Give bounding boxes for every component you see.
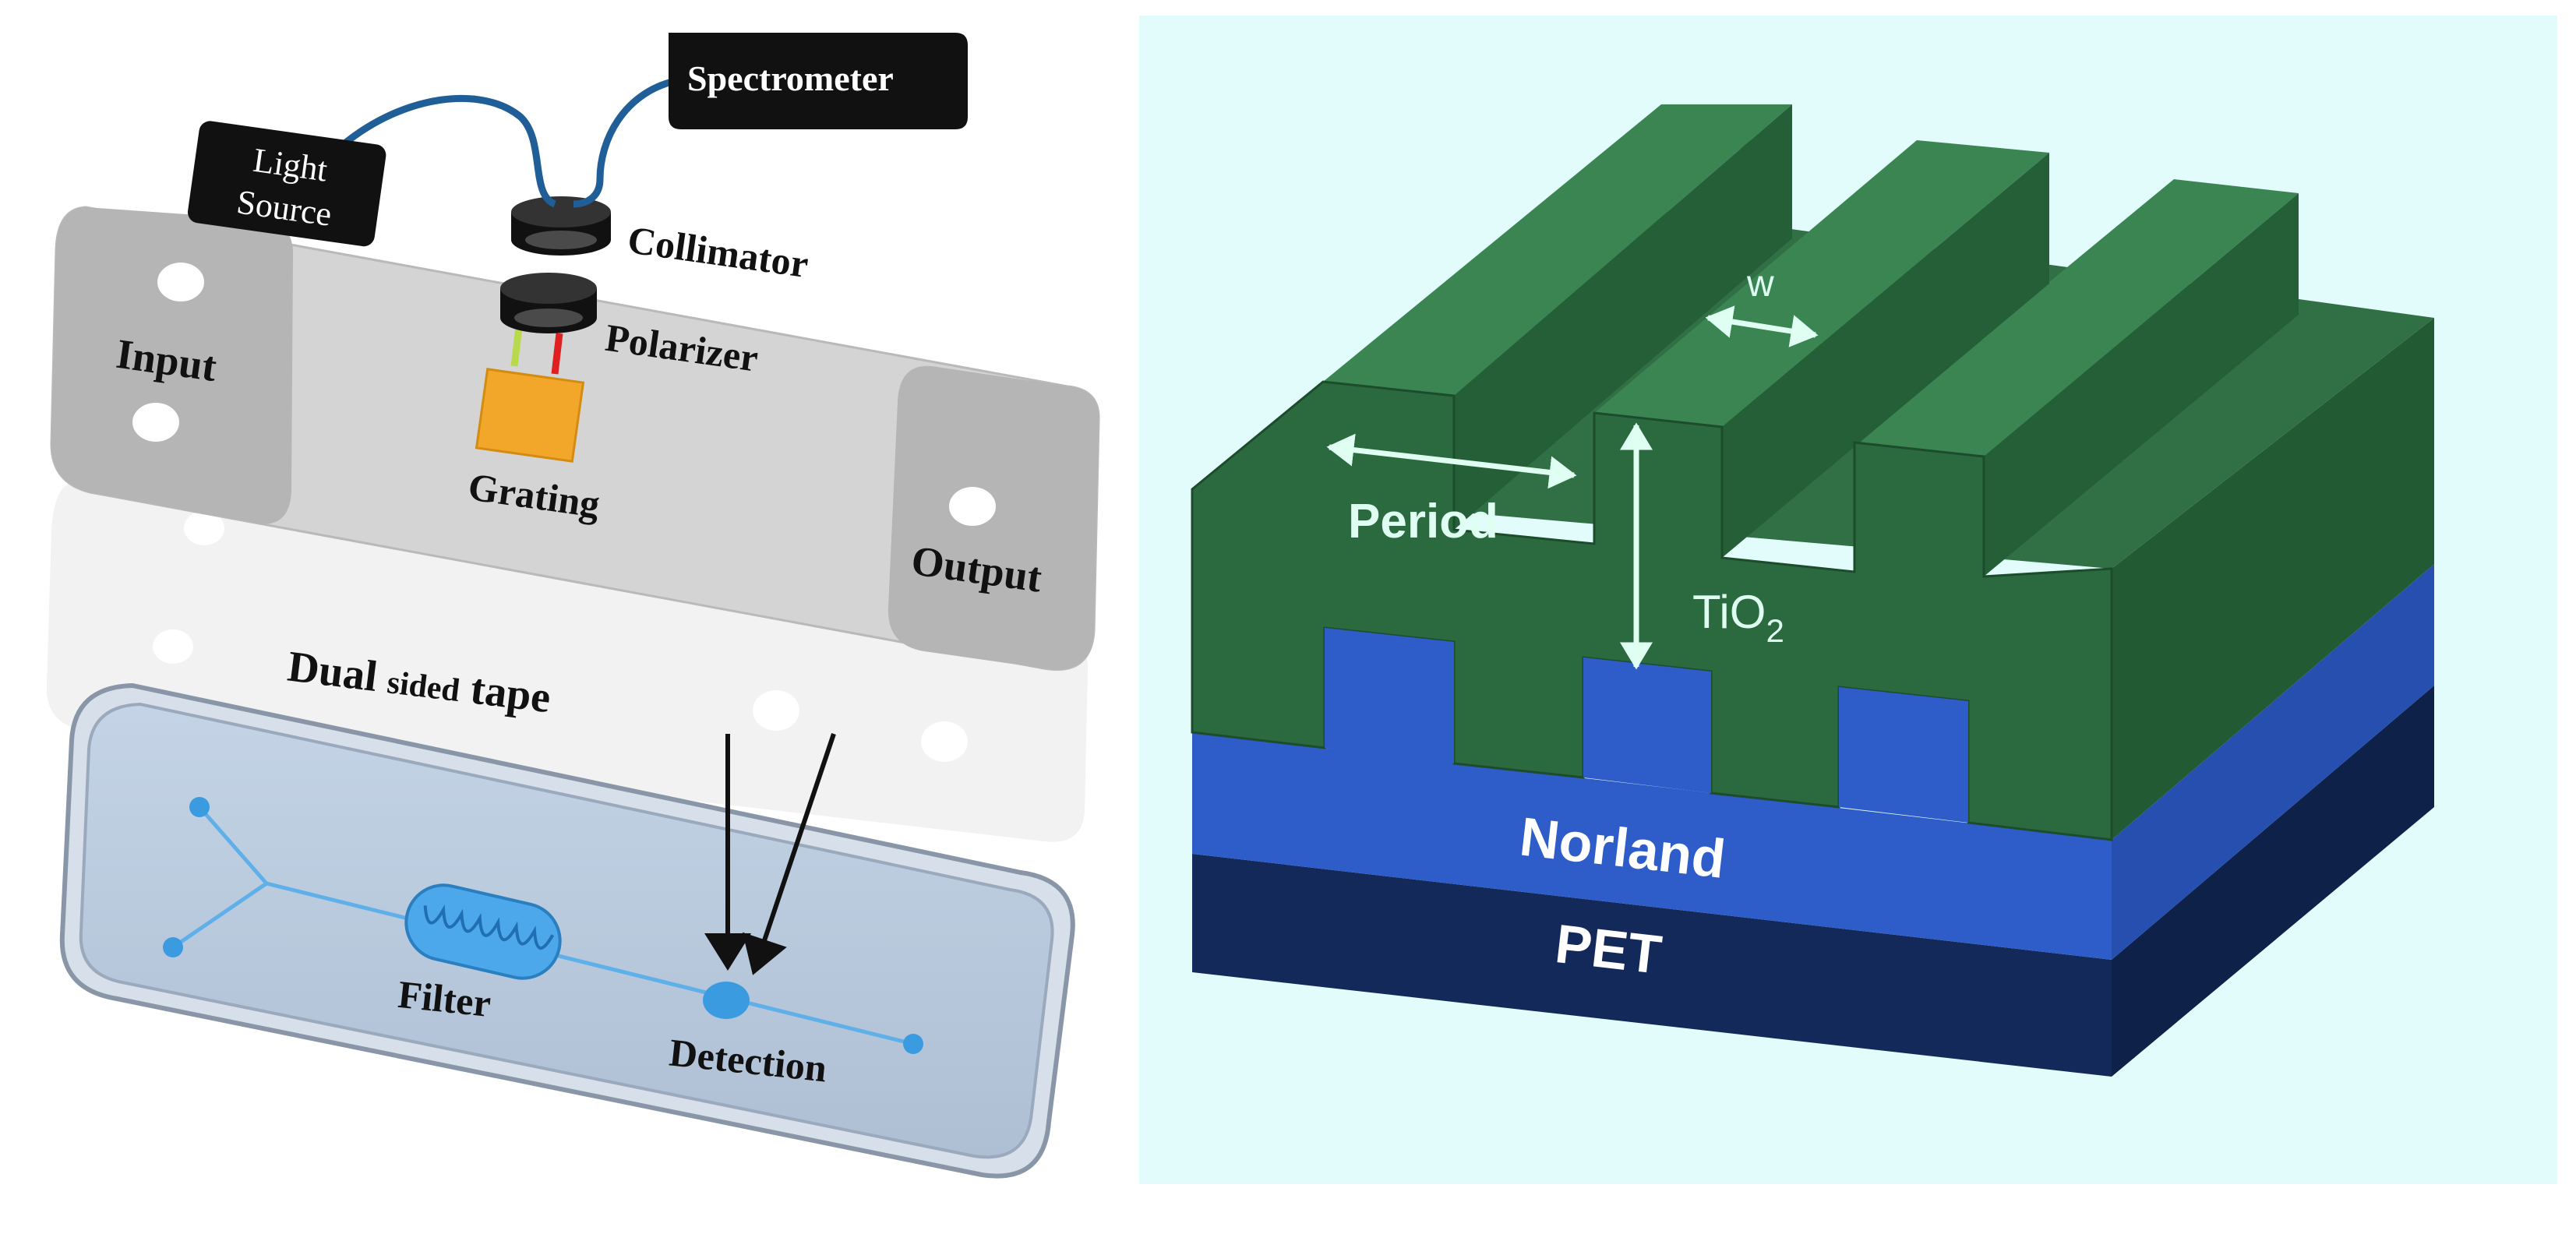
norland-tooth [1583,658,1711,793]
tio2-label: TiO2 [1692,586,1784,649]
width-label: w [1746,263,1774,305]
output-end-cap [887,365,1099,670]
ridge-top [1323,104,1792,396]
spectrometer-label: Spectrometer [687,58,894,98]
tio2-side [2112,318,2434,840]
incident-beam [510,326,523,367]
input-hole [132,403,179,442]
setup-diagram: Filter Detection Dual sided tape Input O… [46,33,1100,1179]
filter-label: Filter [396,972,493,1025]
tape-hole [153,629,193,664]
tape-hole [184,511,224,545]
source-fiber [341,94,557,208]
tape-label: Dual sided tape [285,642,553,722]
pet-label: PET [1552,913,1664,985]
outlet-port [903,1034,923,1054]
inlet-port [189,797,210,817]
width-arrow [1705,305,1819,347]
norland-front [1192,732,2112,960]
filter-element [404,883,562,980]
reflected-arrow [742,733,836,975]
tape-hole [753,690,799,731]
input-hole [157,263,204,301]
input-end-cap [51,207,294,524]
inlet-port [163,937,183,957]
collimator-label: Collimator [625,217,811,286]
ridge-side [1454,104,1792,530]
pet-front [1192,854,2112,1077]
reflected-beam [551,333,563,375]
norland-tooth [1325,628,1454,763]
spectrometer-fiber [573,77,676,208]
grating-structure-diagram: w Period TiO2 Norland PET [1139,16,2557,1184]
tape-hole [921,721,968,762]
spectrometer-box: Spectrometer [669,33,968,129]
microfluidic-chip: Filter Detection [59,682,1075,1179]
ridge-top [1594,140,2049,427]
light-source-box: Light Source [187,121,386,247]
period-label: Period [1348,495,1498,548]
grating-block [475,368,585,463]
polarizer [500,273,597,333]
period-arrow [1326,433,1577,489]
ridge-side [1984,193,2299,576]
detection-spot [703,982,750,1019]
ridge-top [1854,179,2299,457]
output-hole [949,487,996,526]
norland-tooth [1839,687,1968,823]
ridge-side [1722,153,2049,558]
collimator [511,196,611,256]
pet-side [2112,686,2434,1077]
norland-side [2112,564,2434,960]
